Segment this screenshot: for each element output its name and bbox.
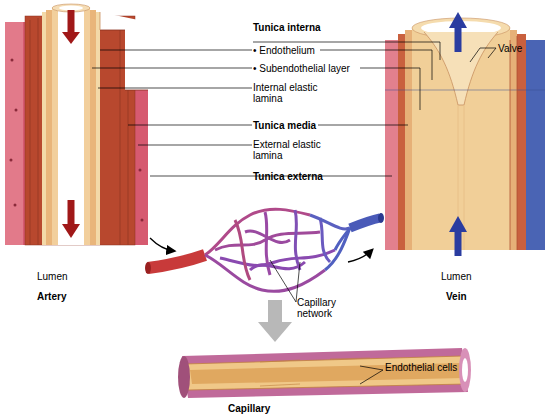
part-label: Capillary network (297, 297, 355, 319)
layer-heading: Tunica externa (253, 171, 323, 182)
zoom-arrow (258, 300, 292, 342)
part-label: Valve (498, 43, 522, 54)
part-label: Lumen (37, 271, 68, 282)
vessel-title: Artery (37, 291, 66, 302)
artery-illustration (5, 4, 205, 274)
layer-heading: Tunica media (253, 120, 316, 131)
vessel-title: Vein (446, 291, 467, 302)
capillary-network-illustration (150, 209, 384, 291)
layer-label: • Subendothelial layer (253, 63, 350, 74)
part-label: Lumen (441, 271, 472, 282)
layer-label: • Endothelium (253, 45, 315, 56)
layer-heading: Tunica interna (253, 22, 321, 33)
layer-label: External elastic lamina (253, 139, 325, 161)
layer-label: Internal elastic lamina (253, 82, 325, 104)
vein-illustration (385, 12, 545, 256)
leader-lines (92, 42, 496, 384)
capillary-illustration (178, 348, 471, 398)
part-label: Endothelial cells (385, 362, 457, 373)
vessel-title: Capillary (228, 403, 270, 414)
